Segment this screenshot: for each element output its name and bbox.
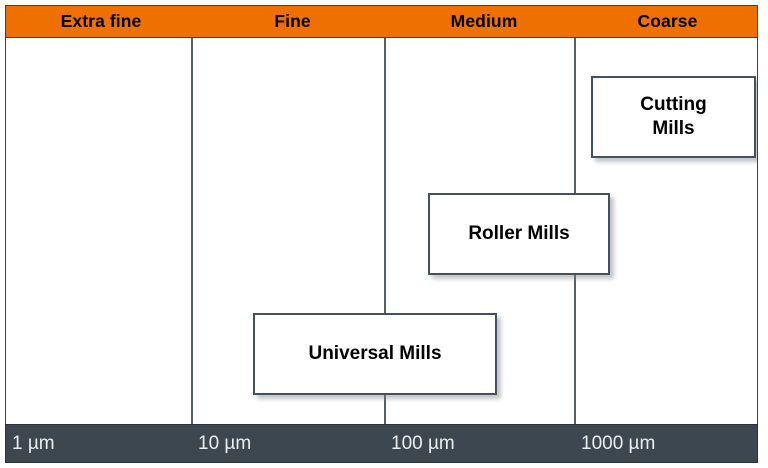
header-cell-extra-fine: Extra fine (6, 6, 196, 37)
divider-100um (384, 38, 386, 424)
plot-area: Cutting Mills Roller Mills Universal Mil… (6, 38, 757, 424)
scale-tick-1000um: 1000 µm (581, 425, 655, 462)
mill-box-cutting-mills[interactable]: Cutting Mills (591, 76, 756, 158)
mill-box-universal-mills[interactable]: Universal Mills (253, 313, 497, 395)
header-cell-medium: Medium (389, 6, 579, 37)
scale-tick-10um: 10 µm (198, 425, 251, 462)
size-category-header-band: Extra fine Fine Medium Coarse (5, 5, 758, 38)
header-cell-coarse: Coarse (579, 6, 756, 37)
divider-10um (191, 38, 193, 424)
header-label-medium: Medium (450, 11, 518, 31)
header-label-extra-fine: Extra fine (60, 11, 142, 31)
mill-label-roller-mills: Roller Mills (468, 223, 570, 245)
mill-label-universal-mills: Universal Mills (308, 343, 442, 365)
header-cell-fine: Fine (196, 6, 389, 37)
scale-tick-label-10um: 10 µm (198, 432, 252, 454)
header-label-coarse: Coarse (637, 11, 698, 31)
header-label-fine: Fine (274, 11, 311, 31)
scale-tick-label-1um: 1 µm (12, 432, 55, 454)
scale-tick-100um: 100 µm (391, 425, 455, 462)
scale-tick-label-100um: 100 µm (391, 432, 455, 454)
mill-label-cutting-mills-line1: Cutting (640, 94, 707, 116)
mill-box-roller-mills[interactable]: Roller Mills (428, 193, 610, 275)
mill-label-cutting-mills-line2: Mills (652, 118, 695, 139)
particle-size-scale-band: 1 µm 10 µm 100 µm 1000 µm (5, 424, 758, 463)
scale-tick-label-1000um: 1000 µm (581, 432, 656, 454)
scale-tick-1um: 1 µm (12, 425, 55, 462)
